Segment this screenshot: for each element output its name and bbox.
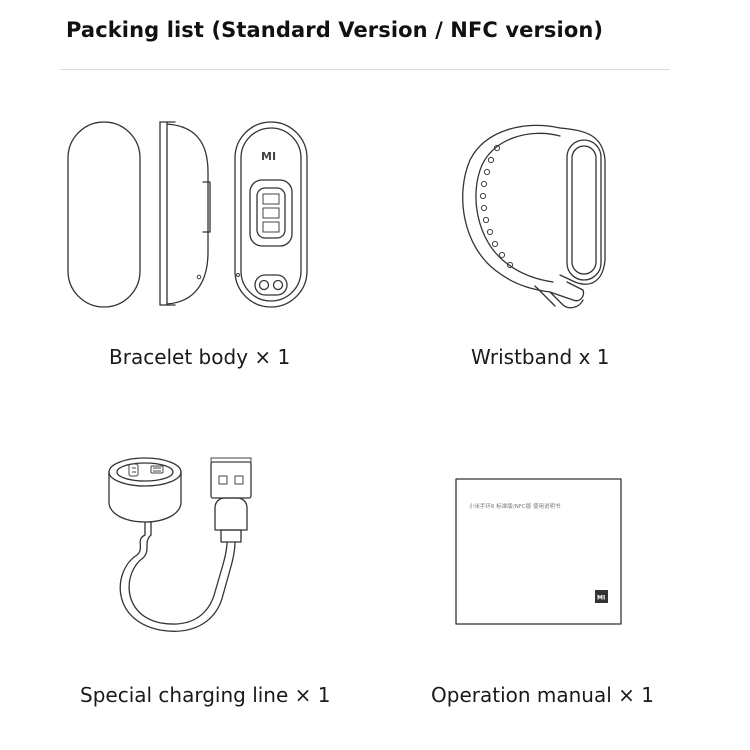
caption-bracelet-body: Bracelet body × 1 [109, 345, 291, 369]
bracelet-logo: MI [261, 150, 276, 163]
manual-cover-text: 小米手环6 标准版/NFC版 使用说明书 [469, 502, 561, 510]
wristband-icon [462, 124, 606, 309]
caption-wristband: Wristband x 1 [471, 345, 610, 369]
manual-logo: MI [597, 595, 605, 602]
title-divider [60, 69, 670, 70]
bracelet-body-icon: MI [67, 121, 308, 308]
charging-cable-icon [108, 457, 252, 632]
manual-icon: 小米手环6 标准版/NFC版 使用说明书 MI [455, 478, 622, 625]
caption-operation-manual: Operation manual × 1 [431, 683, 654, 707]
caption-charging-line: Special charging line × 1 [80, 683, 331, 707]
page-title: Packing list (Standard Version / NFC ver… [66, 18, 604, 42]
